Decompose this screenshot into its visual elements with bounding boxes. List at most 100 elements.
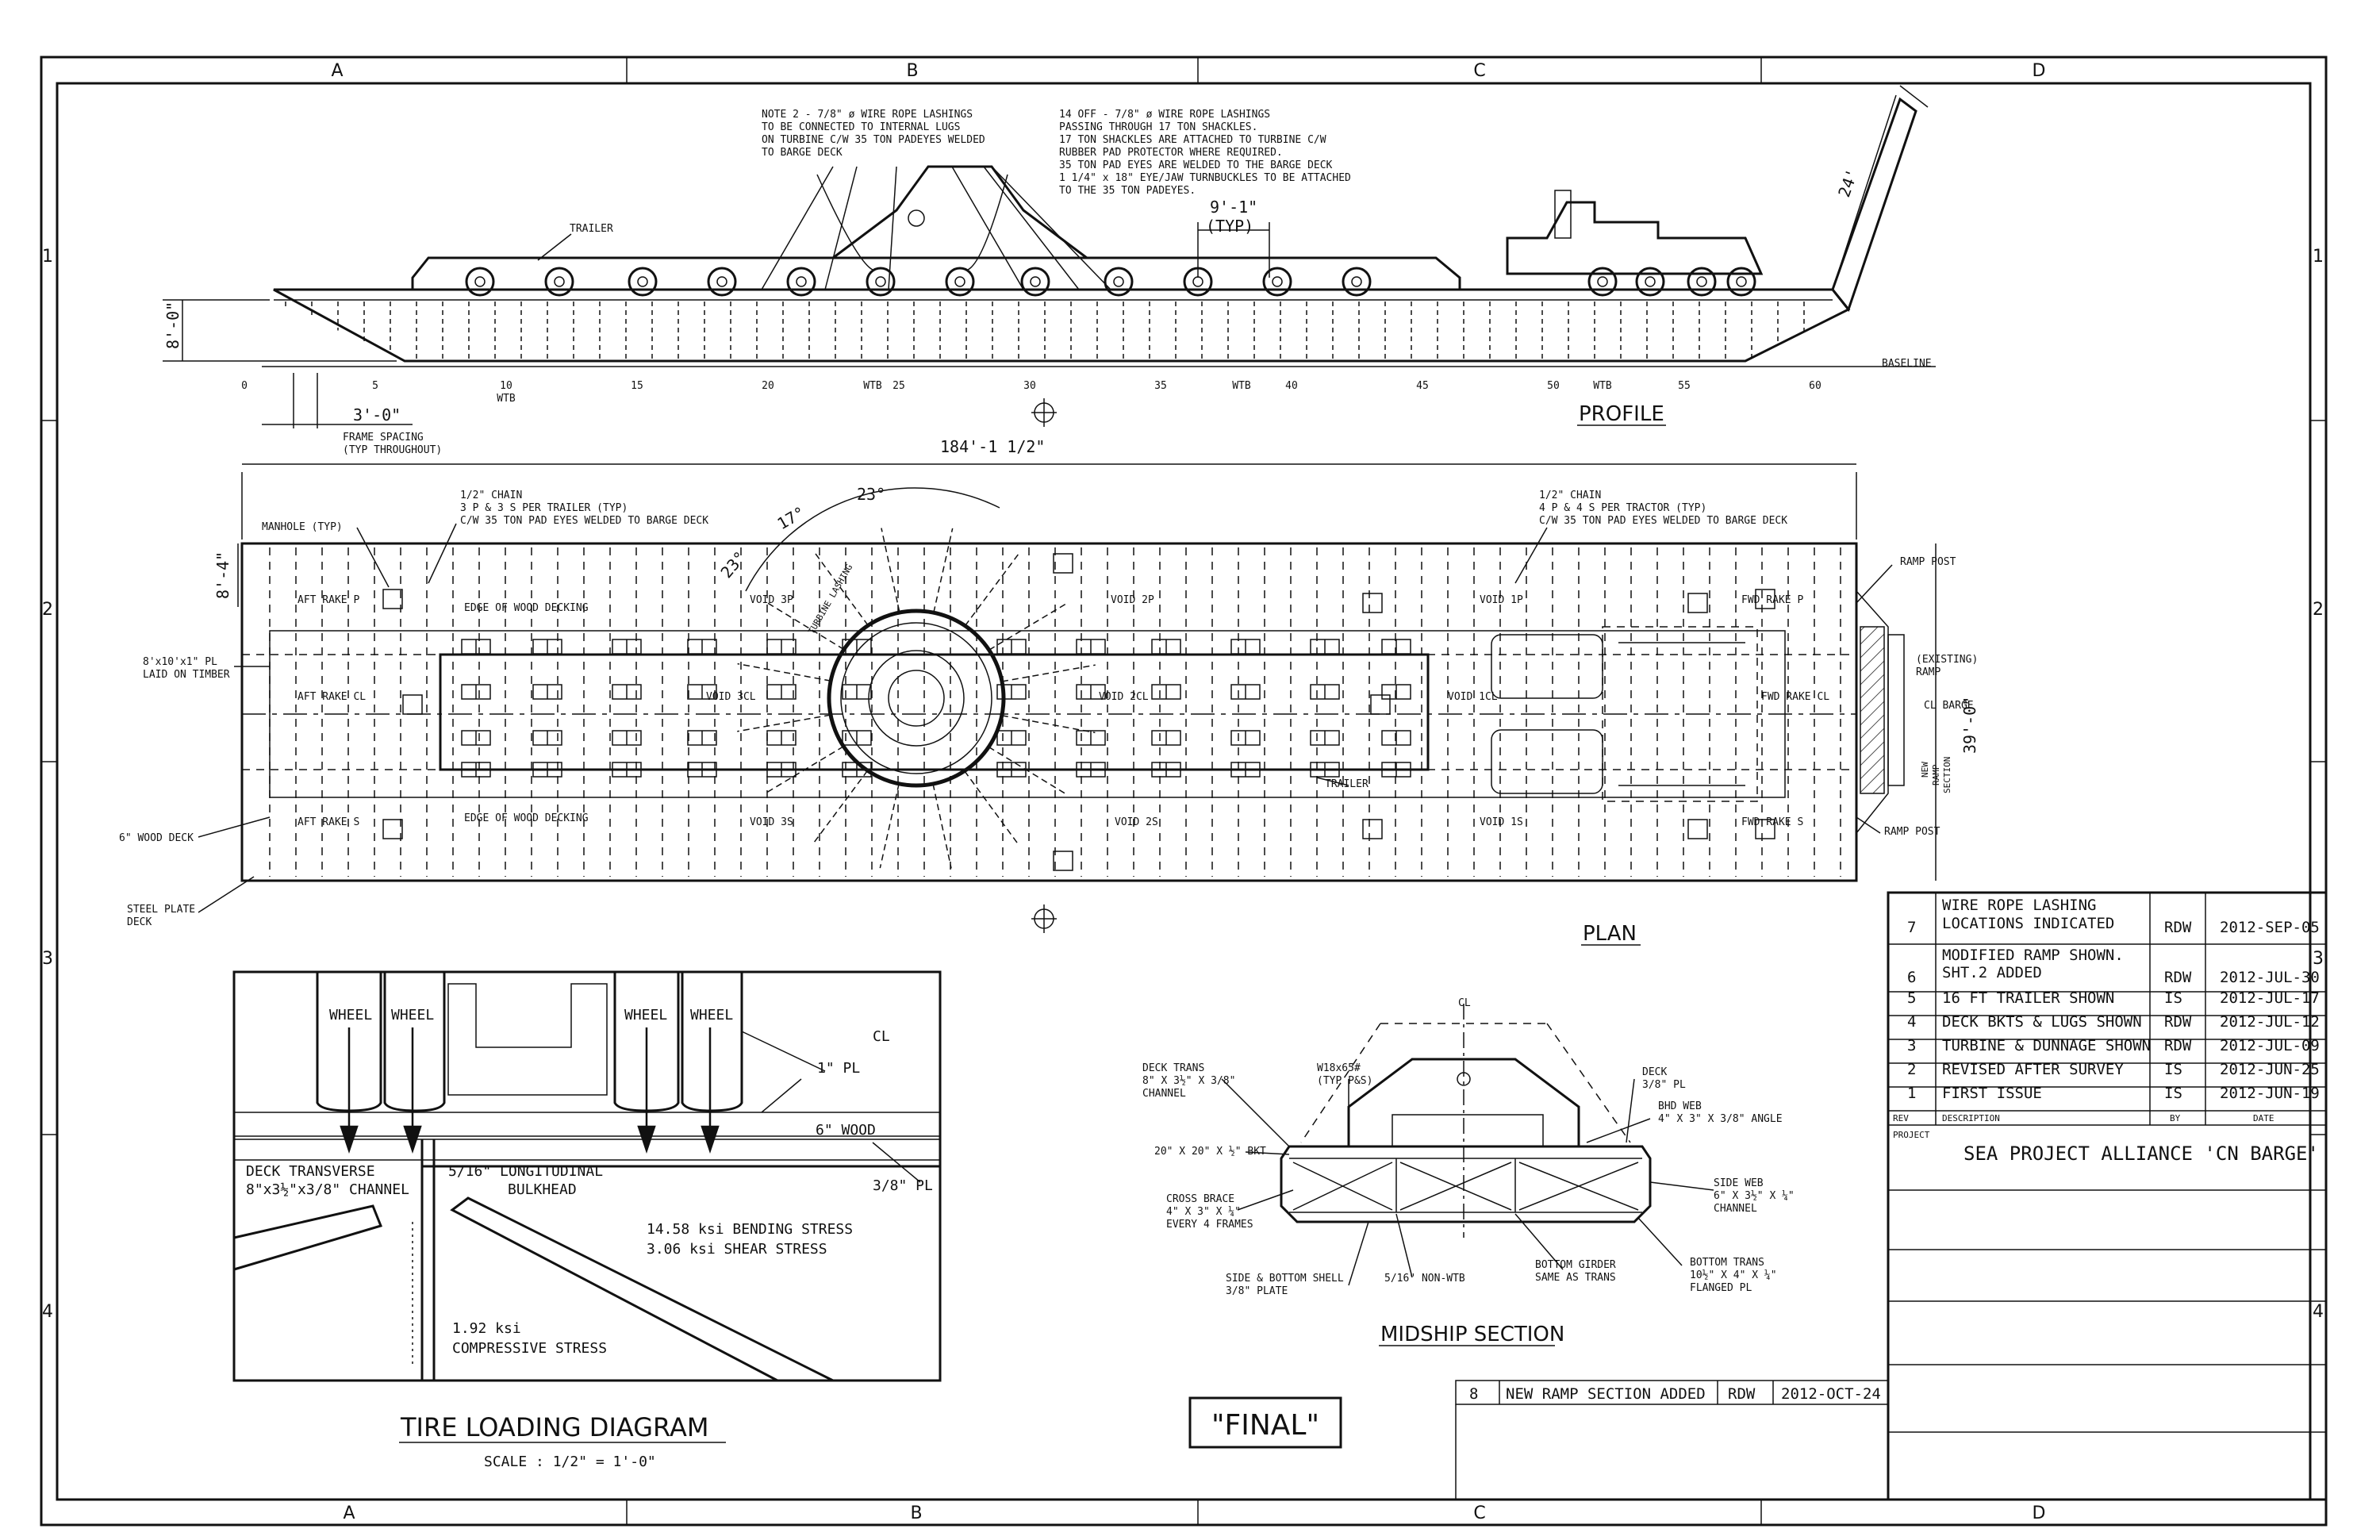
lashing-line [988,746,1069,796]
wheel-icon [1262,267,1292,297]
profile-spacing-typ: (TYP) [1206,217,1253,236]
grid-row-4-right: 4 [2313,1302,2324,1322]
rev-date: 2012-JUL-17 [2220,989,2320,1007]
lashing-line [737,714,831,732]
rev-description: SHT.2 ADDED [1942,964,2042,981]
tire-pl1-label: 1" PL [817,1060,860,1077]
plan-bulkheads [242,654,1856,770]
wheel-icon [1310,730,1340,746]
rev-description: MODIFIED RAMP SHOWN. [1942,947,2124,964]
plan-chain-left-3: C/W 35 TON PAD EYES WELDED TO BARGE DECK [460,515,708,527]
lashing-line [932,783,952,869]
rev-by: RDW [2164,919,2192,936]
wheel-icon [1151,639,1181,655]
midship-left-3-1: CROSS BRACE [1166,1193,1234,1205]
lashing-line [813,770,869,843]
amidships-symbol-profile [1031,398,1057,427]
profile-trailer-label: TRAILER [570,223,613,235]
frame-number: 50 [1547,380,1560,392]
plan-lashings [737,528,1096,869]
trailer-leader [537,233,572,261]
frame-number: 30 [1023,380,1036,392]
hdr-by: BY [2170,1113,2181,1123]
comp-void-3s: VOID 3S [750,816,793,828]
plan-angle-c: 23° [716,547,750,582]
frame-number: 0 [241,380,248,392]
midship-left-1-2: (TYP P&S) [1317,1075,1372,1087]
plan-leaders [198,523,1893,913]
grid-row-1-left: 1 [42,247,53,267]
rev-description: LOCATIONS INDICATED [1942,915,2114,932]
plan-pl-note-2: LAID ON TIMBER [143,669,230,681]
wheel-icon [1076,639,1106,655]
wheel-icon [707,267,737,297]
manhole-icon [1053,851,1073,871]
plan-trailer-wheels [461,639,1411,778]
manhole-icon [382,819,403,839]
midship-right-2-3: CHANNEL [1714,1203,1757,1215]
wheel-icon [766,730,797,746]
manhole-icon [1687,819,1708,839]
rev-date: 2012-JUL-09 [2220,1037,2320,1054]
plan-new-ramp-2: RAMP [1931,764,1941,785]
profile-note-right-6: 1 1/4" x 18" EYE/JAW TURNBUCKLES TO BE A… [1059,172,1351,184]
comp-aft-rake-p: AFT RAKE P [298,594,359,606]
plan-manhole-label: MANHOLE (TYP) [262,521,343,533]
wheel-icon [532,639,562,655]
rev-description: REVISED AFTER SURVEY [1942,1061,2124,1078]
wheel-icon [532,730,562,746]
wheel-icon [766,639,797,655]
final-stamp: "FINAL" [1211,1409,1319,1442]
plan-existing-ramp-2: RAMP [1916,666,1940,678]
profile-wheels [465,267,1756,297]
comp-void-3p: VOID 3P [750,594,793,606]
profile-note-left-3: ON TURBINE C/W 35 TON PADEYES WELDED [762,134,985,146]
profile-tractor [1506,201,1764,275]
rev-by: RDW [2164,1037,2192,1054]
midship-section [1221,1004,1714,1286]
manhole-icon [1362,819,1383,839]
profile-note-left-4: TO BARGE DECK [762,147,843,159]
manhole-icon [1362,593,1383,613]
rev-by: RDW [2164,969,2192,986]
plan-chain-left-1: 1/2" CHAIN [460,490,522,501]
plan-steel-deck-2: DECK [127,916,152,928]
comp-void-2s: VOID 2S [1115,816,1158,828]
comp-fwd-rake-p: FWD RAKE P [1741,594,1803,606]
tire-comp-2: COMPRESSIVE STRESS [452,1340,607,1357]
wheel-icon [1687,267,1717,297]
inner-border [56,82,2312,1501]
comp-void-2p: VOID 2P [1111,594,1154,606]
title-block-lines [1455,891,2328,1501]
wheel-icon [1151,684,1181,700]
lashing-line [764,601,845,651]
frame-number: 25 [892,380,905,392]
rev-by: IS [2164,989,2182,1007]
wheel-icon [461,730,491,746]
wheel-icon [996,639,1027,655]
midship-right-1-1: BHD WEB [1658,1100,1702,1112]
frame-number: 45 [1416,380,1429,392]
tire-cl-leader [741,1031,826,1072]
tire-wheel-3: WHEEL [624,1007,667,1023]
rev-date: 2012-JUL-30 [2220,969,2320,986]
tire-diagram [232,970,942,1382]
outer-border [40,56,2328,1527]
plan-title: PLAN [1583,922,1637,946]
wtb-label: WTB [497,393,516,405]
tire-bulkhead-2: BULKHEAD [508,1181,577,1198]
plan-turbine [827,609,1006,788]
tire-stress-1: 14.58 ksi BENDING STRESS [647,1221,853,1238]
tire-scale: SCALE : 1/2" = 1'-0" [484,1454,656,1470]
grid-col-c-top: C [1473,61,1485,81]
rev-date: 2012-JUN-25 [2220,1061,2320,1078]
frame-number: 5 [372,380,378,392]
plan-wood-deck-label: 6" WOOD DECK [119,832,194,844]
wheel-icon [842,684,872,700]
midship-title: MIDSHIP SECTION [1380,1323,1564,1346]
tire-cl-label: CL [873,1028,890,1045]
rev-by: RDW [2164,1013,2192,1031]
plan-cl-barge: CL BARGE [1924,700,1974,712]
plan-frames [269,547,1841,877]
